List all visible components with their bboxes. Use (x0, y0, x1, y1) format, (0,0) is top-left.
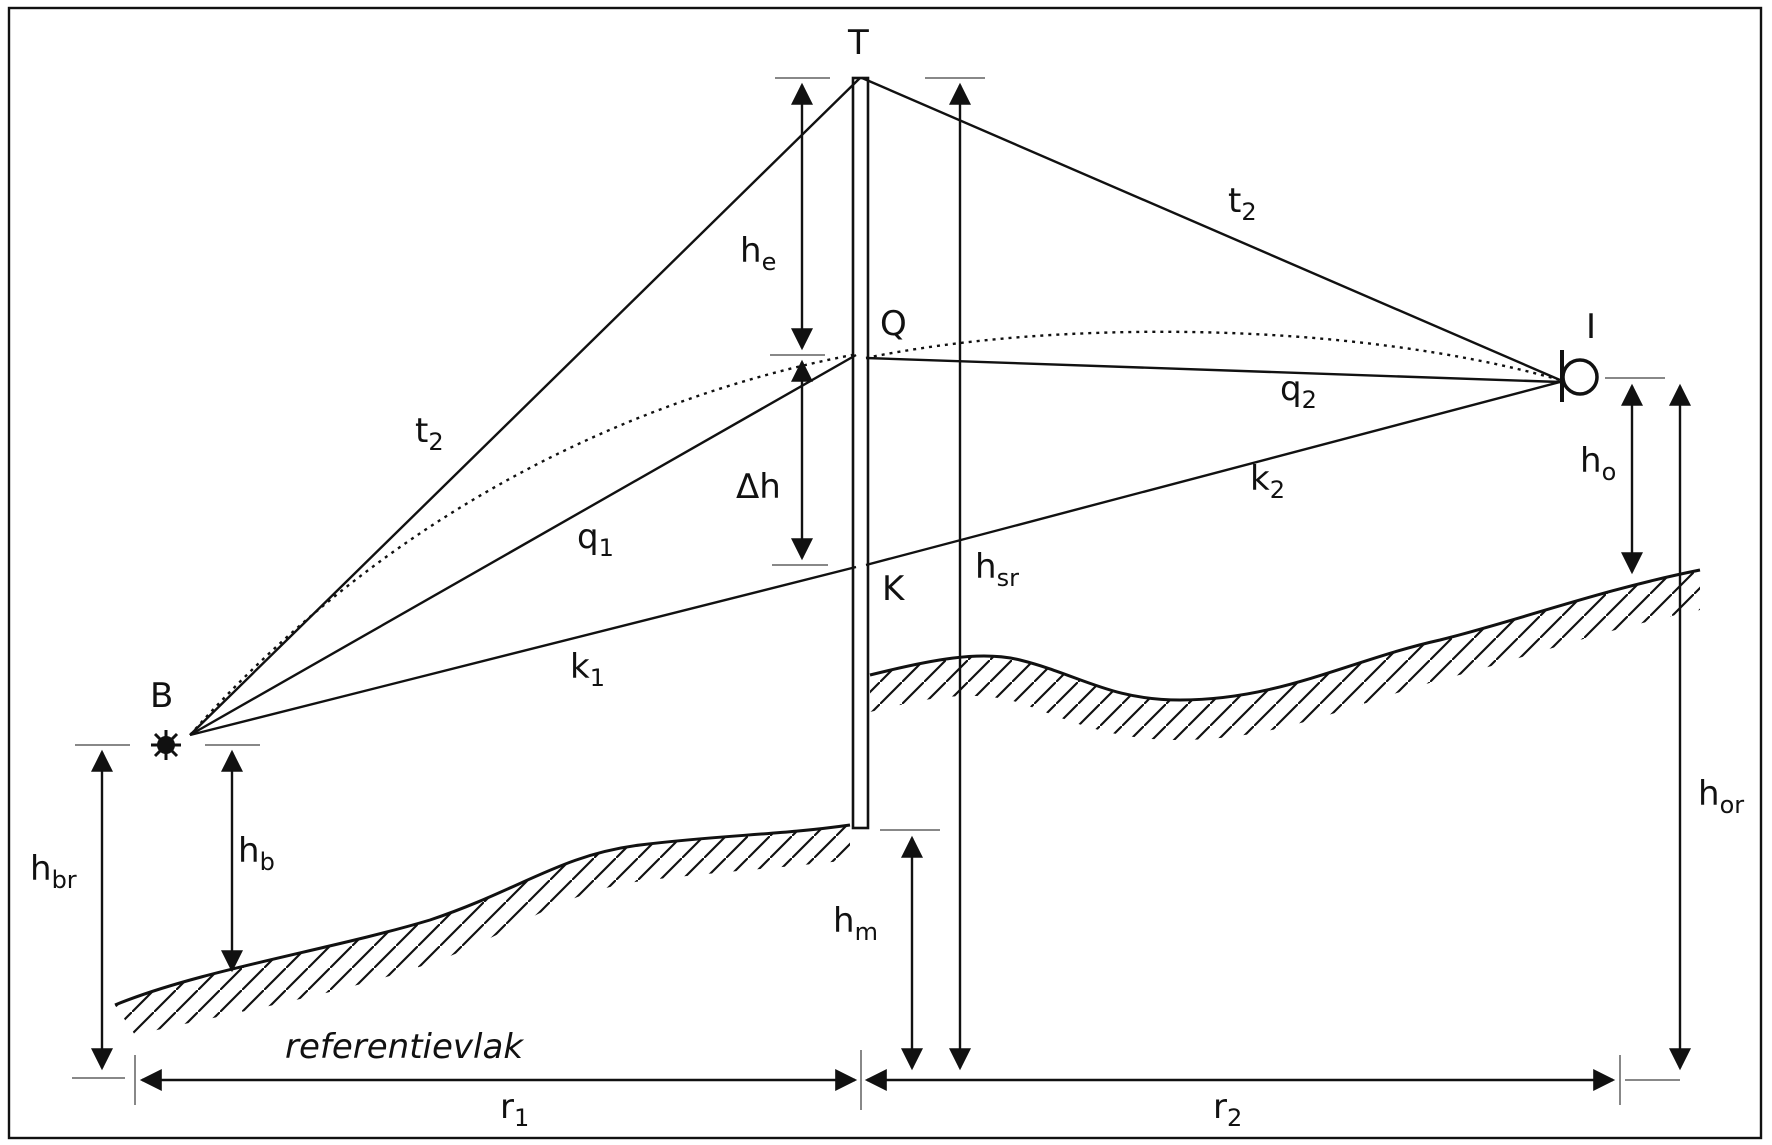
label-hor: hor (1698, 774, 1744, 819)
frame-border (7, 6, 1763, 1140)
label-q1: q1 (577, 517, 614, 562)
label-I: I (1586, 307, 1596, 347)
label-hbr: hbr (30, 849, 77, 894)
point-B-star-icon (151, 730, 181, 760)
label-hsr: hsr (975, 547, 1019, 592)
line-k1 (189, 565, 857, 737)
label-r2: r2 (1213, 1087, 1242, 1132)
dotted-curve-right (865, 330, 1561, 382)
line-k2 (865, 380, 1561, 567)
label-k2: k2 (1250, 459, 1285, 504)
observer-I-icon (1560, 350, 1599, 402)
line-q2 (865, 356, 1561, 384)
line-t2-right (861, 76, 1561, 382)
line-q1 (189, 353, 857, 737)
label-q2: q2 (1280, 369, 1317, 414)
label-B: B (150, 676, 173, 716)
label-dh: Δh (736, 467, 781, 507)
label-hm: hm (833, 901, 878, 946)
ground-hatch-right (870, 570, 1700, 740)
label-reference-plane: referentievlak (285, 1027, 524, 1067)
mast (851, 76, 870, 830)
label-T: T (847, 23, 869, 63)
label-t2-right: t2 (1228, 181, 1257, 226)
label-ho: ho (1580, 441, 1616, 486)
label-r1: r1 (500, 1087, 529, 1132)
ground-line-right (869, 568, 1701, 702)
label-Q: Q (880, 304, 907, 344)
label-he: he (740, 231, 776, 276)
ground-hatch-left (115, 825, 850, 1035)
label-k1: k1 (570, 647, 605, 692)
label-K: K (882, 569, 906, 609)
reference-ticks (72, 77, 1680, 1110)
ground-line-left (114, 823, 851, 1007)
label-hb: hb (238, 831, 275, 876)
label-t2-left: t2 (415, 411, 444, 456)
line-t2-left (189, 77, 861, 736)
dotted-curve-left (189, 353, 853, 736)
